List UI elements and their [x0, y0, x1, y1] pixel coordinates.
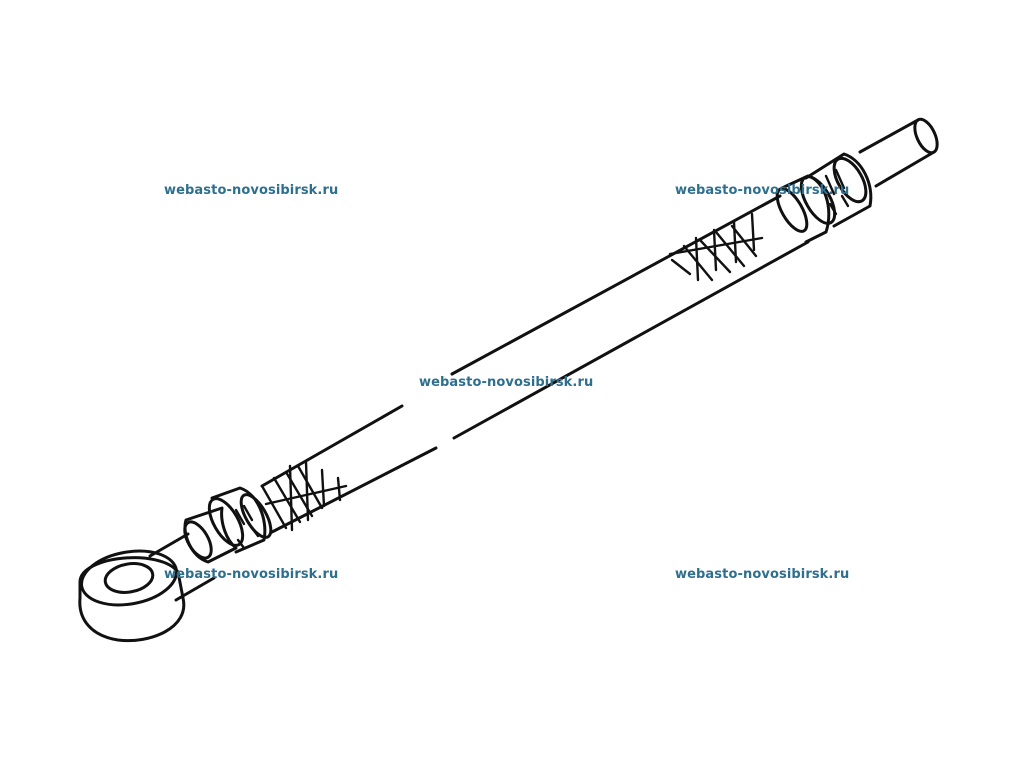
- end-tube: [858, 117, 939, 188]
- upper-braid-hatching: [668, 212, 764, 282]
- lower-crimp-ferrule: [183, 486, 273, 564]
- watermark-text: webasto-novosibirsk.ru: [164, 567, 339, 582]
- upper-crimp-ferrule: [775, 152, 873, 244]
- hose-upper-edge-far: [450, 194, 782, 376]
- watermark-text: webasto-novosibirsk.ru: [675, 183, 850, 198]
- banjo-eye-fitting: [78, 532, 216, 643]
- hose-upper-edge: [260, 404, 404, 488]
- watermark-text: webasto-novosibirsk.ru: [675, 567, 850, 582]
- hose-lower-edge-far: [452, 240, 810, 440]
- hose-lower-edge: [270, 446, 438, 534]
- watermark-text: webasto-novosibirsk.ru: [419, 375, 594, 390]
- watermark-text: webasto-novosibirsk.ru: [164, 183, 339, 198]
- lower-braid-hatching: [260, 460, 348, 532]
